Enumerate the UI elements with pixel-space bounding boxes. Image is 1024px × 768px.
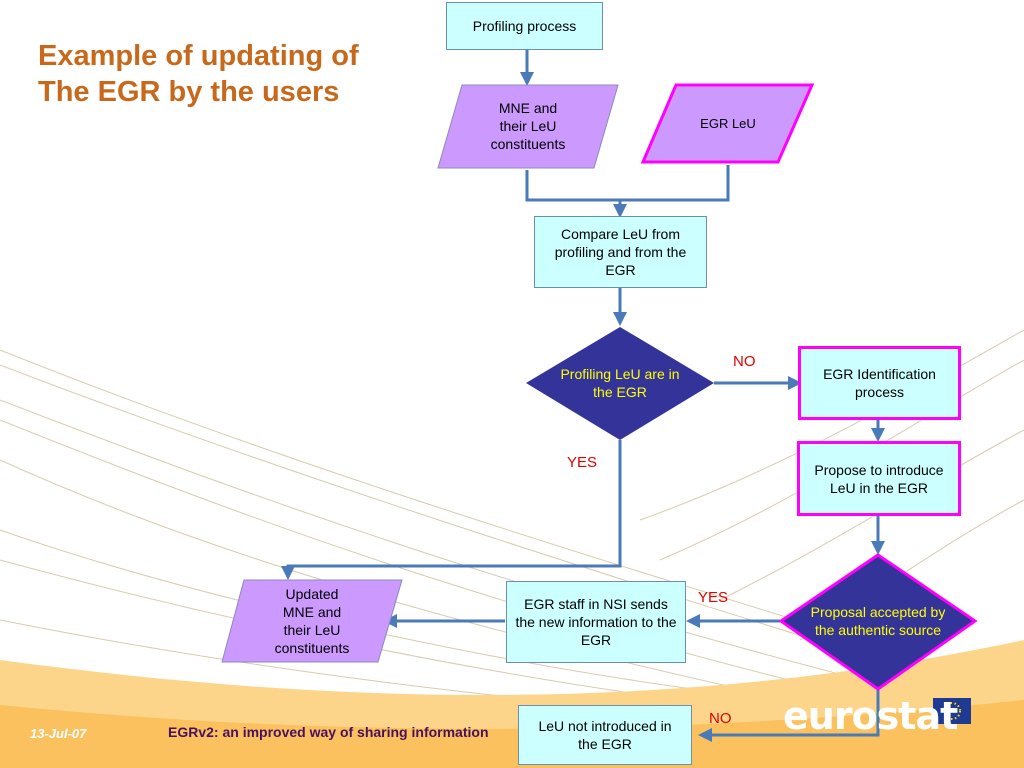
propose-box: Propose to introduce LeU in the EGR [797, 441, 961, 516]
egr-leu-text: EGR LeU [680, 110, 776, 138]
profiling-process-label: Profiling process [472, 18, 577, 34]
egr-leu-label: EGR LeU [700, 116, 756, 131]
title-line-1: Example of updating of [38, 40, 359, 72]
mne-line-1: MNE and [498, 100, 558, 116]
page-title: Example of updating of The EGR by the us… [38, 38, 438, 110]
decision2-line-1: Proposal accepted by [810, 604, 946, 620]
title-line-2: The EGR by the users [38, 76, 340, 108]
footer-text: EGRv2: an improved way of sharing inform… [168, 724, 489, 740]
profiling-process-box: Profiling process [446, 2, 603, 50]
updated-line-3: their LeU [283, 622, 341, 638]
egr-staff-label: EGR staff in NSI sends the new informati… [515, 596, 677, 648]
mne-line-3: constituents [490, 136, 566, 152]
not-introduced-box: LeU not introduced in the EGR [518, 705, 692, 765]
edge-label-yes-1: YES [567, 454, 598, 471]
egr-staff-box: EGR staff in NSI sends the new informati… [506, 581, 686, 663]
compare-label: Compare LeU from profiling and from the … [554, 226, 687, 278]
decision2-line-2: the authentic source [814, 622, 942, 638]
decision1-text: Profiling LeU are in the EGR [548, 364, 692, 402]
eurostat-logo: eurostat [783, 694, 958, 738]
edge-label-no-1: NO [733, 353, 756, 370]
updated-io-shape [221, 579, 403, 663]
arrowheads [281, 72, 885, 742]
not-introduced-label: LeU not introduced in the EGR [538, 718, 672, 752]
updated-line-2: MNE and [282, 604, 342, 620]
mne-io-shape [437, 84, 619, 169]
egr-leu-io-shape [640, 83, 815, 164]
edge-label-yes-2: YES [698, 589, 729, 606]
propose-label: Propose to introduce LeU in the EGR [814, 461, 944, 496]
decision2-text: Proposal accepted by the authentic sourc… [796, 602, 960, 640]
egr-identification-label: EGR Identification process [823, 366, 936, 400]
edge-label-no-2: NO [709, 710, 732, 727]
compare-box: Compare LeU from profiling and from the … [534, 216, 707, 288]
updated-line-1: Updated [285, 586, 339, 602]
decision1-shape [526, 327, 714, 440]
decision2-shape [778, 553, 978, 691]
updated-io-text: Updated MNE and their LeU constituents [262, 583, 362, 659]
decision1-line-2: the EGR [593, 384, 647, 400]
mne-io-text: MNE and their LeU constituents [475, 96, 581, 156]
decision1-line-1: Profiling LeU are in [560, 366, 680, 382]
footer-date: 13-Jul-07 [30, 726, 87, 741]
mne-line-2: their LeU [499, 118, 557, 134]
egr-identification-box: EGR Identification process [798, 346, 961, 420]
updated-line-4: constituents [274, 640, 350, 656]
